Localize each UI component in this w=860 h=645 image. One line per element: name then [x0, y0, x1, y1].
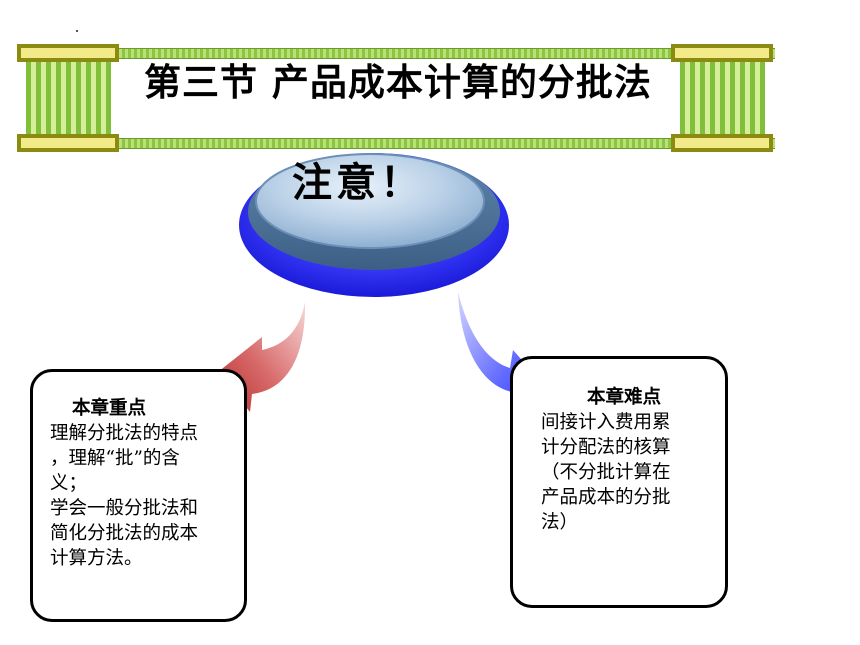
key-points-heading: 本章重点 [72, 398, 147, 419]
difficulties-heading: 本章难点 [587, 387, 662, 408]
key-points-line: 简化分批法的成本 [50, 523, 199, 544]
difficulties-line: （不分批计算在 [541, 462, 671, 483]
banner-bottom-band [20, 138, 775, 149]
key-points-line: 计算方法。 [50, 548, 143, 569]
key-points-line: ，理解“批”的含 [50, 448, 180, 469]
difficulties-line: 产品成本的分批 [541, 487, 671, 508]
key-points-box: 本章重点 理解分批法的特点 ，理解“批”的含 义； 学会一般分批法和 简化分批法… [30, 369, 247, 622]
key-points-line: 义； [50, 473, 88, 494]
banner-left-pillar [26, 47, 111, 150]
banner-left-bottom-cap [17, 134, 119, 152]
notice-label: 注意！ [292, 160, 424, 206]
banner-right-bottom-cap [671, 134, 773, 152]
difficulties-line: 法） [541, 512, 579, 533]
decorative-dot [76, 30, 78, 32]
banner-top-band [20, 48, 775, 59]
difficulties-line: 间接计入费用累 [541, 412, 671, 433]
key-points-line: 学会一般分批法和 [50, 498, 199, 519]
notice-inner-ellipse [255, 153, 485, 249]
banner-left-top-cap [17, 44, 119, 62]
difficulties-box: 本章难点 间接计入费用累 计分配法的核算 （不分批计算在 产品成本的分批 法） [510, 356, 728, 608]
banner-right-top-cap [671, 44, 773, 62]
banner-right-pillar [680, 47, 765, 150]
key-points-line: 理解分批法的特点 [50, 423, 199, 444]
difficulties-line: 计分配法的核算 [541, 437, 671, 458]
page-title: 第三节 产品成本计算的分批法 [144, 61, 652, 104]
